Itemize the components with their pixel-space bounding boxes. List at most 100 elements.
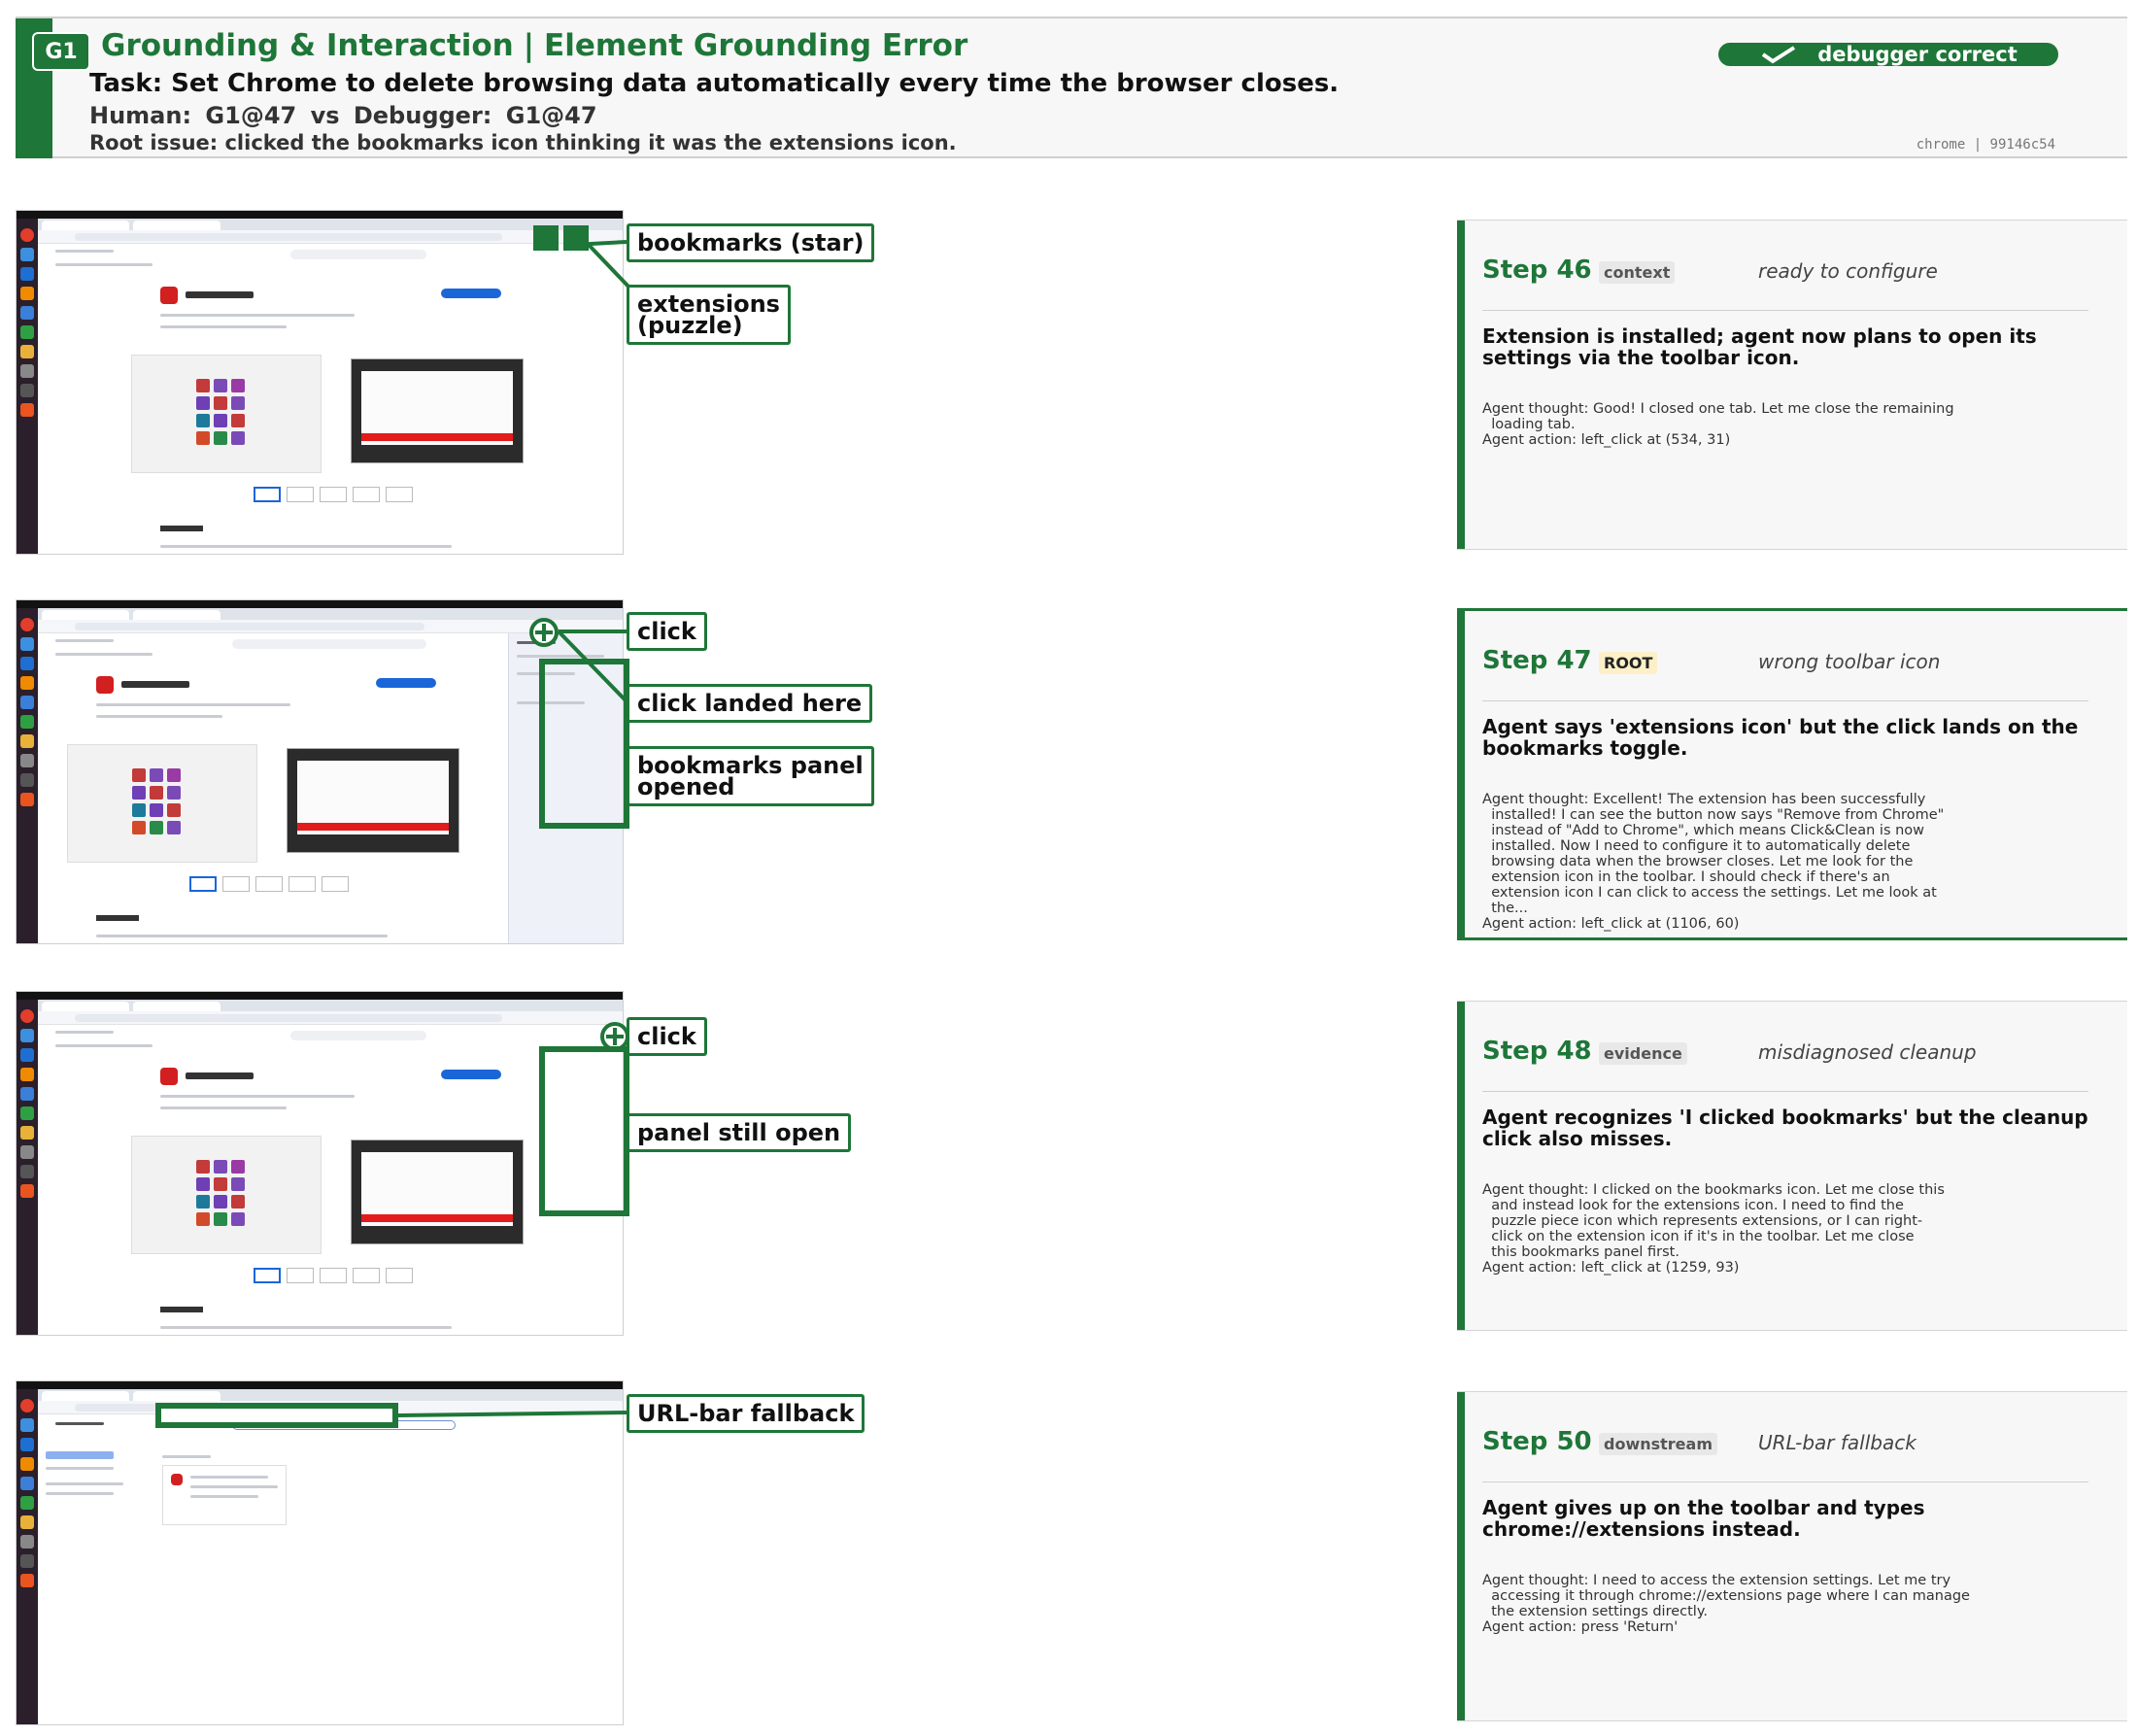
callout-click: click: [627, 1017, 707, 1056]
bookmarks-star-highlight: [533, 225, 559, 251]
step-tag: ROOT: [1599, 652, 1658, 674]
callout-extensions-puzzle: extensions (puzzle): [627, 285, 791, 345]
browser-tab-strip: [38, 1000, 623, 1011]
remove-from-chrome-button: [376, 678, 436, 688]
step-tag: context: [1599, 261, 1676, 284]
extension-logo: [160, 1068, 178, 1085]
remove-from-chrome-button: [441, 1070, 501, 1079]
category-label: Grounding & Interaction: [101, 28, 514, 63]
screenshot-step-50: [16, 1380, 624, 1725]
step-title: Step 50: [1482, 1427, 1592, 1456]
extension-card: [162, 1465, 287, 1525]
os-top-bar: [17, 600, 623, 608]
extension-name: [121, 681, 189, 688]
card-accent-bar: [1457, 1002, 1465, 1330]
task-description: Task: Set Chrome to delete browsing data…: [89, 69, 1340, 98]
callout-url-bar-fallback: URL-bar fallback: [627, 1394, 865, 1433]
promo-image-1: [131, 355, 322, 473]
report-header: G1 Grounding & Interaction | Element Groun…: [16, 17, 2127, 158]
step-thought: Agent thought: Excellent! The extension …: [1482, 792, 1945, 932]
step-title: Step 47: [1482, 646, 1592, 675]
browser-tab-strip: [38, 1389, 623, 1401]
promo-image-1: [67, 744, 257, 863]
os-dock: [17, 1000, 38, 1335]
callout-click: click: [627, 612, 707, 651]
browser-address-bar: [38, 230, 623, 244]
store-nav: [38, 1025, 623, 1052]
os-top-bar: [17, 211, 623, 219]
checkmark-icon: [1762, 46, 1796, 64]
step-card-50: Step 50 downstream URL-bar fallback Agen…: [1457, 1391, 2127, 1721]
step-headline: Agent gives up on the toolbar and types …: [1482, 1496, 1925, 1541]
step-note: misdiagnosed cleanup: [1758, 1040, 1977, 1064]
os-dock: [17, 219, 38, 554]
step-thought: Agent thought: Good! I closed one tab. L…: [1482, 401, 1954, 448]
browser-tab-strip: [38, 219, 623, 230]
promo-image-2: [351, 1140, 524, 1244]
step-thought: Agent thought: I clicked on the bookmark…: [1482, 1182, 1945, 1276]
category-badge: G1: [32, 32, 90, 71]
step-card-47: Step 47 ROOT wrong toolbar icon Agent sa…: [1457, 608, 2127, 940]
step-note: URL-bar fallback: [1758, 1431, 1917, 1454]
promo-image-1: [131, 1136, 322, 1254]
step-card-46: Step 46 context ready to configure Exten…: [1457, 220, 2127, 550]
callout-panel-still-open: panel still open: [627, 1113, 852, 1152]
card-accent-bar: [1457, 221, 1465, 549]
screenshot-step-47: [16, 599, 624, 944]
extensions-puzzle-highlight: [563, 225, 589, 251]
overview-heading: [160, 526, 203, 531]
step-note: ready to configure: [1758, 259, 1938, 283]
click-marker-icon: [529, 618, 559, 647]
step-card-48: Step 48 evidence misdiagnosed cleanup Ag…: [1457, 1001, 2127, 1331]
browser-tab-strip: [38, 608, 623, 620]
verdict-badge: debugger correct: [1718, 43, 2058, 66]
store-nav: [38, 633, 623, 661]
browser-address-bar: [38, 1011, 623, 1025]
card-divider: [1482, 310, 2088, 311]
step-tag: evidence: [1599, 1042, 1687, 1065]
root-issue: Root issue: clicked the bookmarks icon t…: [89, 131, 957, 154]
error-type-label: Element Grounding Error: [544, 28, 968, 63]
os-dock: [17, 608, 38, 943]
card-divider: [1482, 1091, 2088, 1092]
verdict-label: debugger correct: [1817, 43, 2018, 66]
extension-logo: [96, 676, 114, 694]
panel-still-open-highlight: [539, 1046, 629, 1216]
step-headline: Extension is installed; agent now plans …: [1482, 324, 2037, 369]
step-note: wrong toolbar icon: [1758, 650, 1941, 673]
step-title: Step 48: [1482, 1037, 1592, 1066]
card-divider: [1482, 700, 2088, 701]
remove-from-chrome-button: [441, 289, 501, 298]
extension-name: [186, 291, 254, 298]
extension-logo: [160, 287, 178, 304]
title-separator: |: [523, 28, 535, 63]
store-nav: [38, 244, 623, 271]
url-bar-inner: [161, 1409, 392, 1422]
os-top-bar: [17, 992, 623, 1000]
step-tag: downstream: [1599, 1433, 1717, 1455]
callout-bookmarks-star: bookmarks (star): [627, 223, 875, 262]
overview-heading: [160, 1307, 203, 1312]
screenshot-step-48: [16, 991, 624, 1336]
card-accent-bar: [1457, 611, 1465, 937]
screenshot-step-46: [16, 210, 624, 555]
bookmarks-panel-highlight: [539, 659, 629, 829]
card-accent-bar: [1457, 1392, 1465, 1720]
extension-name: [186, 1072, 254, 1079]
overview-heading: [96, 915, 139, 921]
step-title: Step 46: [1482, 255, 1592, 285]
promo-image-2: [351, 358, 524, 463]
promo-image-2: [287, 748, 459, 853]
step-headline: Agent says 'extensions icon' but the cli…: [1482, 715, 2079, 760]
callout-bookmarks-panel-opened: bookmarks panel opened: [627, 746, 874, 806]
step-headline: Agent recognizes 'I clicked bookmarks' b…: [1482, 1106, 2088, 1150]
os-top-bar: [17, 1381, 623, 1389]
comparison-line: Human: G1@47 vs Debugger: G1@47: [89, 102, 597, 129]
callout-click-landed: click landed here: [627, 684, 873, 723]
browser-address-bar: [38, 620, 623, 633]
card-divider: [1482, 1481, 2088, 1482]
os-dock: [17, 1389, 38, 1724]
step-thought: Agent thought: I need to access the exte…: [1482, 1573, 1970, 1635]
report-title: Grounding & Interaction | Element Groundin…: [101, 28, 967, 63]
run-meta: chrome | 99146c54: [1916, 137, 2055, 153]
